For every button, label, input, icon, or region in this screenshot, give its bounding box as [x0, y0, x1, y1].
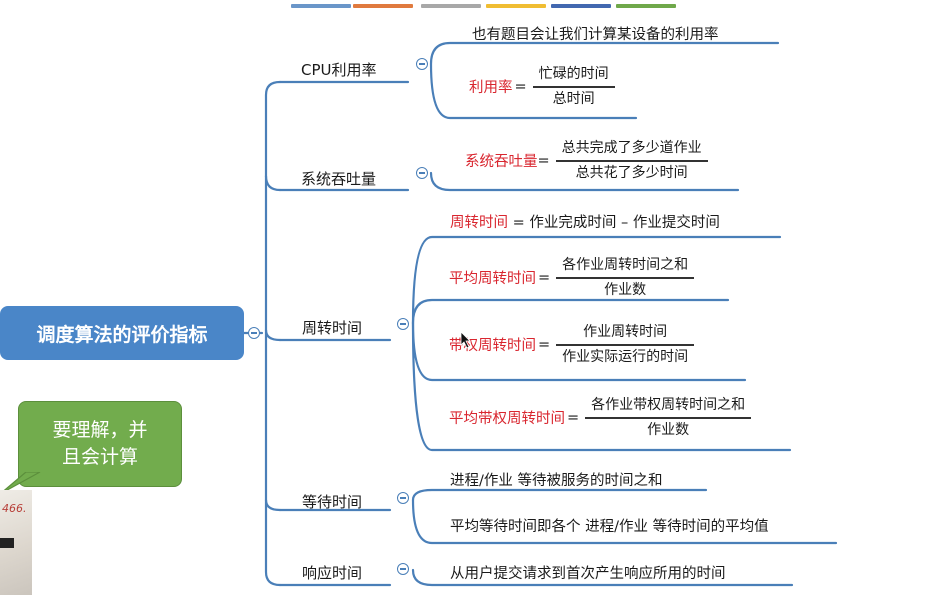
waiting-item-text: 进程/作业 等待被服务的时间之和 [450, 473, 663, 489]
waiting-collapse-icon[interactable] [397, 492, 409, 504]
fraction: 总共完成了多少道作业 总共花了多少时间 [555, 140, 708, 182]
branch-throughput[interactable]: 系统吞吐量 [301, 168, 376, 189]
callout-line-2: 且会计算 [61, 446, 138, 468]
color-strip-6 [616, 4, 676, 8]
response-collapse-icon[interactable] [397, 563, 409, 575]
formula-label: 平均周转时间 [449, 271, 536, 288]
cpu-note-text: 也有题目会让我们计算某设备的利用率 [472, 27, 719, 43]
response-item-text: 从用户提交请求到首次产生响应所用的时间 [450, 566, 726, 582]
formula-label: 利用率 [469, 80, 513, 97]
branch-waiting-time[interactable]: 等待时间 [302, 491, 362, 512]
numerator: 忙碌的时间 [538, 66, 609, 82]
color-strip-2 [353, 4, 413, 8]
fraction-bar [532, 86, 615, 88]
branch-label: 周转时间 [302, 319, 363, 337]
fraction-bar [555, 160, 708, 162]
branch-label: 响应时间 [302, 564, 363, 582]
equals-sign: = [538, 269, 551, 286]
denominator: 作业数 [647, 421, 690, 438]
color-strip-5 [551, 4, 611, 8]
branch-label: CPU利用率 [301, 61, 377, 79]
numerator: 作业周转时间 [583, 324, 668, 340]
root-label: 调度算法的评价指标 [36, 323, 208, 346]
numerator: 各作业周转时间之和 [562, 257, 689, 273]
branch-label: 系统吞吐量 [301, 170, 377, 188]
weighted-turnaround-formula: 带权周转时间 = 作业周转时间 作业实际运行的时间 [449, 324, 695, 366]
branch-turnaround-time[interactable]: 周转时间 [302, 317, 362, 338]
numerator: 各作业带权周转时间之和 [591, 397, 746, 413]
cpu-collapse-icon[interactable] [416, 58, 428, 70]
callout-line-1: 要理解，并 [52, 419, 148, 441]
formula-label: 带权周转时间 [449, 338, 536, 355]
denominator: 总共花了多少时间 [575, 164, 688, 181]
throughput-collapse-icon[interactable] [416, 167, 428, 179]
fraction: 忙碌的时间 总时间 [532, 66, 615, 108]
cpu-formula: 利用率 = 忙碌的时间 总时间 [469, 66, 615, 108]
numerator: 总共完成了多少道作业 [561, 140, 702, 156]
turnaround-definition: 周转时间 = 作业完成时间 – 作业提交时间 [450, 211, 720, 232]
avg-turnaround-formula: 平均周转时间 = 各作业周转时间之和 作业数 [449, 257, 695, 299]
fraction: 各作业带权周转时间之和 作业数 [585, 397, 752, 439]
turnaround-collapse-icon[interactable] [397, 318, 409, 330]
color-strip-1 [291, 4, 351, 8]
waiting-item-text: 平均等待时间即各个 进程/作业 等待时间的平均值 [450, 519, 769, 535]
equals-sign: = [567, 409, 580, 426]
presenter-photo: 466. [0, 490, 32, 595]
fraction: 作业周转时间 作业实际运行的时间 [556, 324, 695, 366]
color-strip-3 [421, 4, 481, 8]
formula-label: 系统吞吐量 [465, 154, 538, 171]
equals-sign: = [538, 336, 551, 353]
branch-label: 等待时间 [302, 493, 363, 511]
denominator: 总时间 [552, 90, 595, 107]
fraction-bar [585, 417, 752, 419]
denominator: 作业实际运行的时间 [562, 348, 689, 365]
throughput-formula: 系统吞吐量 = 总共完成了多少道作业 总共花了多少时间 [465, 140, 708, 182]
photo-scribble: 466. [2, 502, 27, 515]
equals-sign: = [514, 78, 527, 95]
fraction-bar [556, 344, 695, 346]
branch-cpu-utilization[interactable]: CPU利用率 [301, 59, 377, 80]
fraction: 各作业周转时间之和 作业数 [556, 257, 695, 299]
waiting-item-average: 平均等待时间即各个 进程/作业 等待时间的平均值 [450, 515, 769, 536]
denominator: 作业数 [604, 281, 647, 298]
response-item: 从用户提交请求到首次产生响应所用的时间 [450, 562, 726, 583]
fraction-bar [556, 277, 695, 279]
photo-dark-region [0, 538, 14, 548]
callout-bubble: 要理解，并 且会计算 [18, 401, 182, 487]
formula-label: 平均带权周转时间 [449, 411, 565, 428]
color-strip-4 [486, 4, 546, 8]
mouse-cursor-icon [460, 331, 471, 349]
branch-response-time[interactable]: 响应时间 [302, 562, 362, 583]
root-node[interactable]: 调度算法的评价指标 [0, 306, 244, 360]
definition-rest: = 作业完成时间 – 作业提交时间 [508, 215, 720, 231]
cpu-note: 也有题目会让我们计算某设备的利用率 [472, 23, 719, 44]
equals-sign: = [537, 152, 550, 169]
avg-weighted-turnaround-formula: 平均带权周转时间 = 各作业带权周转时间之和 作业数 [449, 397, 752, 439]
callout-tail [0, 472, 41, 495]
waiting-item-sum: 进程/作业 等待被服务的时间之和 [450, 469, 663, 490]
definition-term: 周转时间 [450, 215, 508, 231]
root-collapse-icon[interactable] [248, 327, 260, 339]
